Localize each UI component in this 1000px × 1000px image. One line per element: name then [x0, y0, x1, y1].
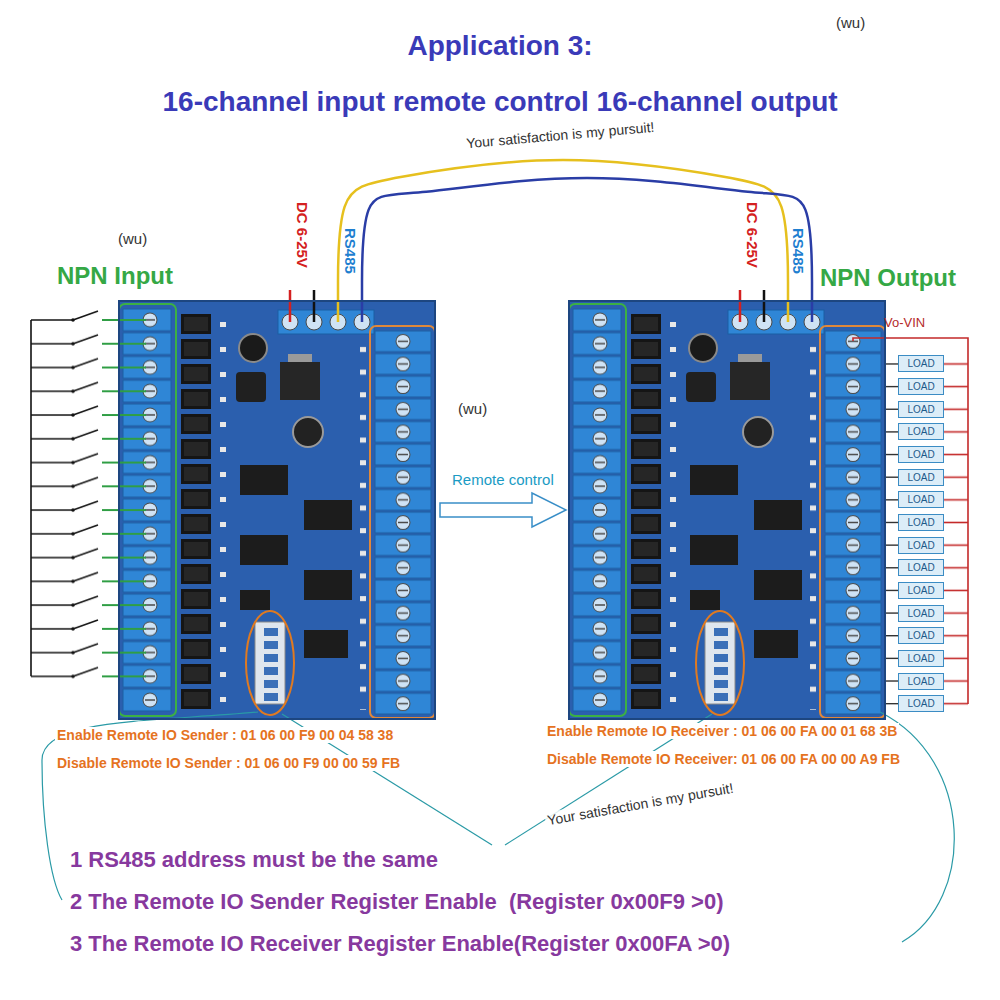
load-box: LOAD [898, 537, 944, 554]
output-wire [886, 386, 898, 387]
output-wire [886, 612, 898, 613]
output-wire [886, 567, 898, 568]
output-wire [886, 409, 898, 410]
output-wire [886, 499, 898, 500]
load-label: LOAD [907, 629, 934, 642]
load-box: LOAD [898, 469, 944, 486]
load-box: LOAD [898, 355, 944, 372]
bus-label: RS485 [790, 228, 806, 274]
supply-label: Vo-VIN [884, 316, 925, 331]
modbus-command: Disable Remote IO Receiver: 01 06 00 FA … [545, 751, 902, 767]
output-wire [886, 544, 898, 545]
watermark: Your satisfaction is my pursuit! [544, 779, 736, 828]
io-board: NPN Output [568, 300, 886, 720]
output-wire [886, 658, 898, 659]
control-arrow [440, 493, 566, 527]
note-text: 2 The Remote IO Sender Register Enable (… [70, 889, 724, 914]
load-box: LOAD [898, 559, 944, 576]
power-label: DC 6-25V [744, 202, 760, 268]
load-box: LOAD [898, 446, 944, 463]
load-label: LOAD [907, 561, 934, 574]
load-box: LOAD [898, 423, 944, 440]
load-label: LOAD [907, 697, 934, 710]
connector-label: Remote control [449, 471, 557, 488]
load-box: LOAD [898, 378, 944, 395]
load-box: LOAD [898, 650, 944, 667]
output-wire [886, 477, 898, 478]
output-wire [886, 363, 898, 364]
load-label: LOAD [907, 493, 934, 506]
load-label: LOAD [907, 448, 934, 461]
note-text: 3 The Remote IO Receiver Register Enable… [70, 931, 730, 956]
output-wire [886, 680, 898, 681]
load-label: LOAD [907, 425, 934, 438]
output-wire [886, 703, 898, 704]
load-label: LOAD [907, 357, 934, 370]
watermark: Your satisfaction is my pursuit! [463, 119, 656, 152]
load-label: LOAD [907, 539, 934, 552]
load-box: LOAD [898, 582, 944, 599]
load-label: LOAD [907, 607, 934, 620]
rs485-wire [362, 178, 812, 300]
output-wire [886, 590, 898, 591]
rs485-wire [338, 160, 788, 300]
load-label: LOAD [907, 380, 934, 393]
load-label: LOAD [907, 516, 934, 529]
watermark: (wu) [836, 14, 865, 31]
output-wire [886, 454, 898, 455]
load-label: LOAD [907, 403, 934, 416]
board-heading: NPN Input [57, 262, 173, 290]
load-box: LOAD [898, 514, 944, 531]
output-wire [886, 522, 898, 523]
title-line: 16-channel input remote control 16-chann… [163, 86, 838, 118]
load-label: LOAD [907, 584, 934, 597]
power-label: DC 6-25V [294, 202, 310, 268]
load-label: LOAD [907, 675, 934, 688]
modbus-command: Disable Remote IO Sender : 01 06 00 F9 0… [55, 755, 402, 771]
io-board: NPN Input [118, 300, 436, 720]
load-box: LOAD [898, 627, 944, 644]
watermark: (wu) [458, 400, 487, 417]
load-label: LOAD [907, 652, 934, 665]
note-text: 1 RS485 address must be the same [70, 847, 438, 872]
board-heading: NPN Output [820, 264, 956, 292]
load-box: LOAD [898, 491, 944, 508]
load-label: LOAD [907, 471, 934, 484]
watermark: (wu) [118, 230, 147, 247]
bus-label: RS485 [342, 228, 358, 274]
output-wire [886, 635, 898, 636]
load-box: LOAD [898, 673, 944, 690]
modbus-command: Enable Remote IO Sender : 01 06 00 F9 00… [55, 727, 395, 743]
output-wire [886, 431, 898, 432]
diagram-title: Application 3: [0, 30, 1000, 62]
load-box: LOAD [898, 605, 944, 622]
load-box: LOAD [898, 695, 944, 712]
modbus-command: Enable Remote IO Receiver : 01 06 00 FA … [545, 723, 899, 739]
load-box: LOAD [898, 401, 944, 418]
